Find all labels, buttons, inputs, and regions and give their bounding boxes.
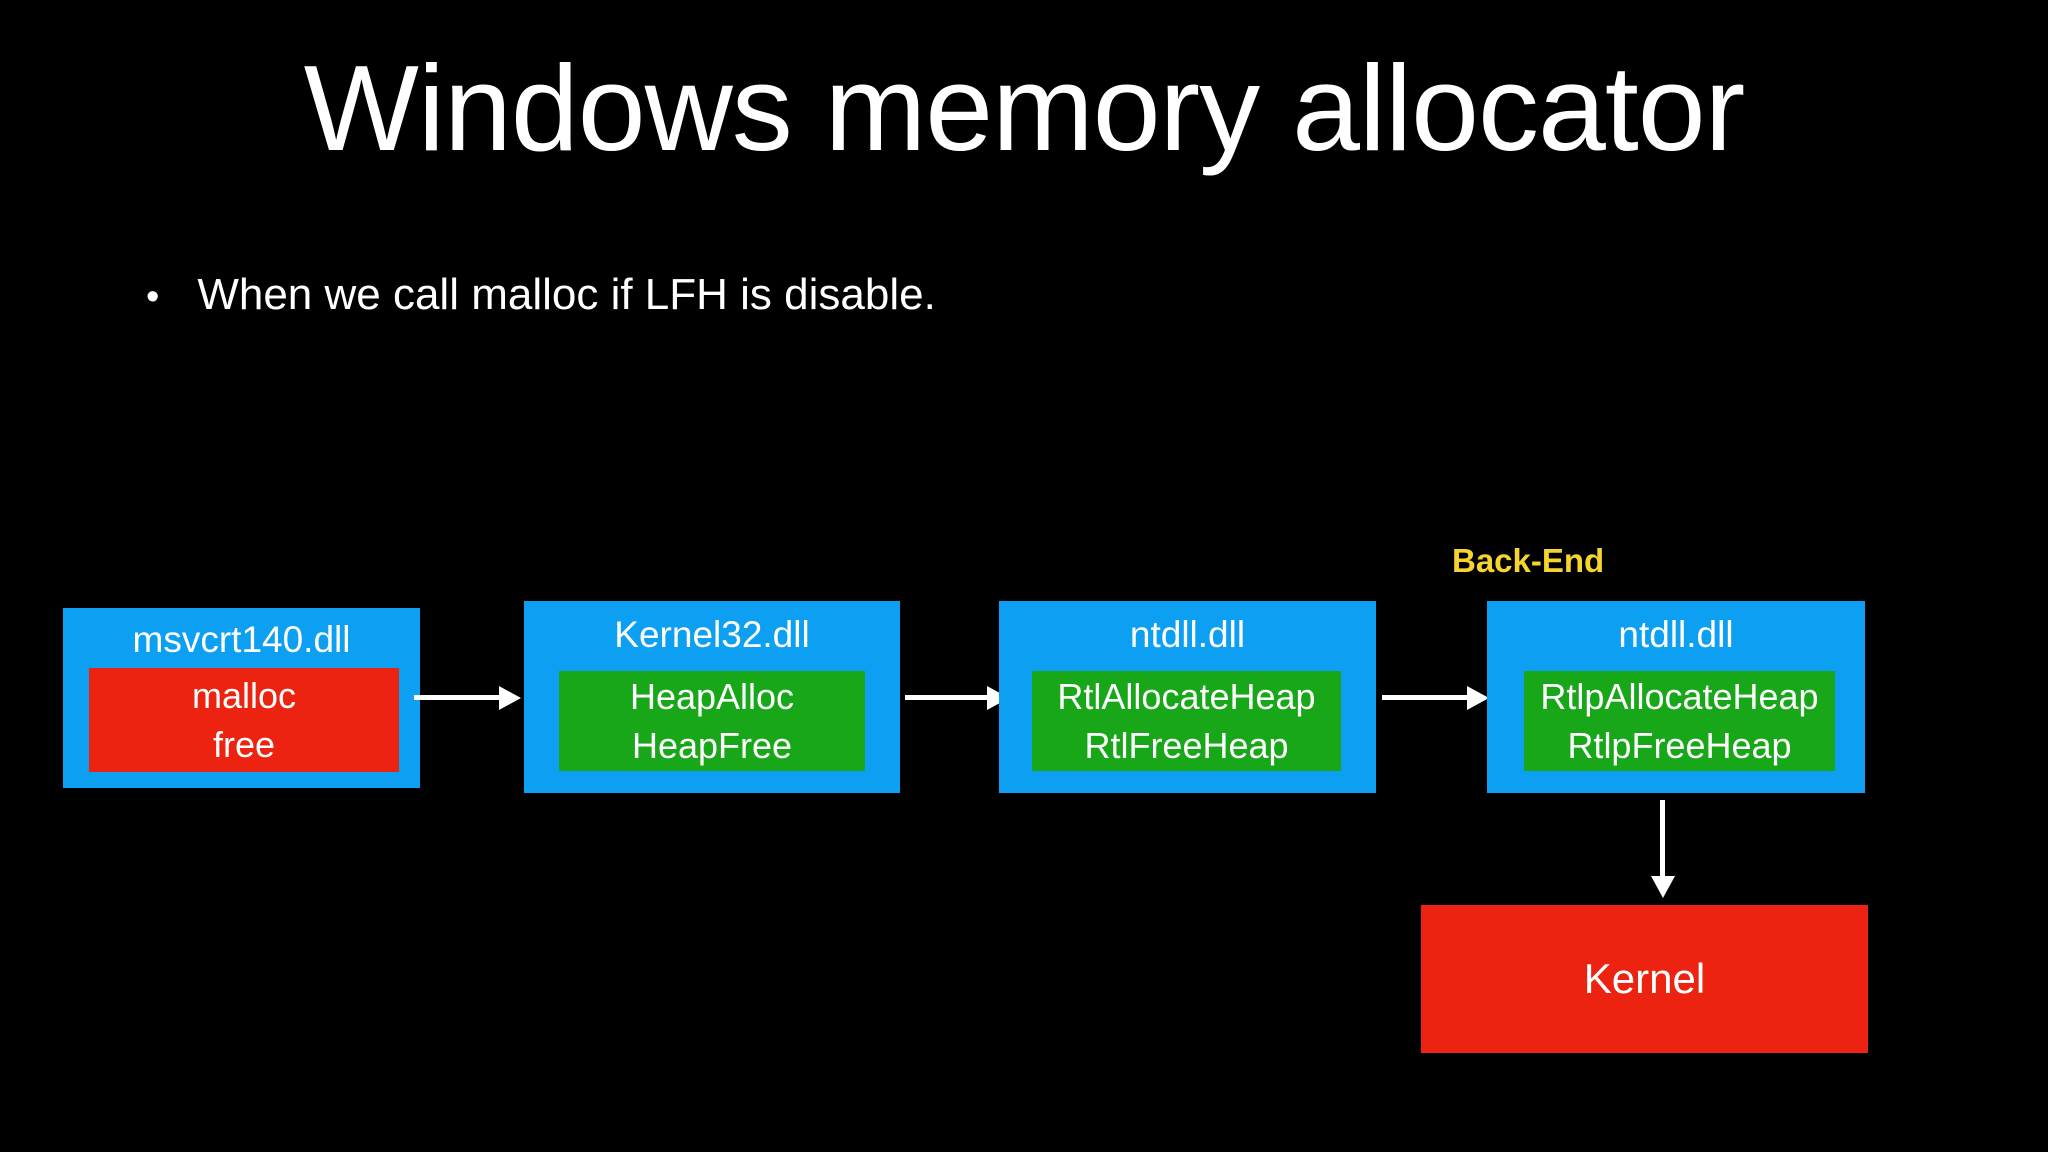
module-box-ntdll-backend: ntdll.dll RtlpAllocateHeap RtlpFreeHeap xyxy=(1487,601,1865,793)
api-function: RtlAllocateHeap xyxy=(1057,676,1316,717)
api-box-malloc-free: malloc free xyxy=(89,668,399,772)
kernel-label: Kernel xyxy=(1583,955,1706,1002)
arrow-right-icon xyxy=(1382,695,1468,700)
module-title: ntdll.dll xyxy=(1129,614,1246,655)
api-function: RtlpAllocateHeap xyxy=(1540,676,1819,717)
bullet-line: • When we call malloc if LFH is disable. xyxy=(146,270,936,320)
api-function: HeapAlloc xyxy=(629,676,795,717)
arrow-right-icon xyxy=(905,695,988,700)
arrow-right-icon xyxy=(414,695,500,700)
slide-title: Windows memory allocator xyxy=(303,40,1745,176)
module-title: Kernel32.dll xyxy=(614,614,810,655)
api-function: RtlpFreeHeap xyxy=(1567,725,1792,766)
bullet-icon: • xyxy=(146,276,160,318)
module-box-kernel32: Kernel32.dll HeapAlloc HeapFree xyxy=(524,601,900,793)
module-title: ntdll.dll xyxy=(1618,614,1734,655)
api-function: free xyxy=(212,724,276,765)
back-end-label: Back-End xyxy=(1452,542,1605,579)
api-function: HeapFree xyxy=(631,725,793,766)
api-box-heapalloc-heapfree: HeapAlloc HeapFree xyxy=(559,671,865,771)
api-box-rtlallocateheap-rtlfreeheap: RtlAllocateHeap RtlFreeHeap xyxy=(1032,671,1341,771)
module-box-msvcrt140: msvcrt140.dll malloc free xyxy=(63,608,420,788)
arrow-down-icon xyxy=(1660,800,1665,877)
api-function: malloc xyxy=(191,675,297,716)
api-function: RtlFreeHeap xyxy=(1084,725,1289,766)
module-box-ntdll: ntdll.dll RtlAllocateHeap RtlFreeHeap xyxy=(999,601,1376,793)
bullet-text: When we call malloc if LFH is disable. xyxy=(197,270,936,319)
api-box-rtlpallocateheap-rtlpfreeheap: RtlpAllocateHeap RtlpFreeHeap xyxy=(1524,671,1835,771)
module-title: msvcrt140.dll xyxy=(132,619,351,660)
kernel-box: Kernel xyxy=(1421,905,1868,1053)
